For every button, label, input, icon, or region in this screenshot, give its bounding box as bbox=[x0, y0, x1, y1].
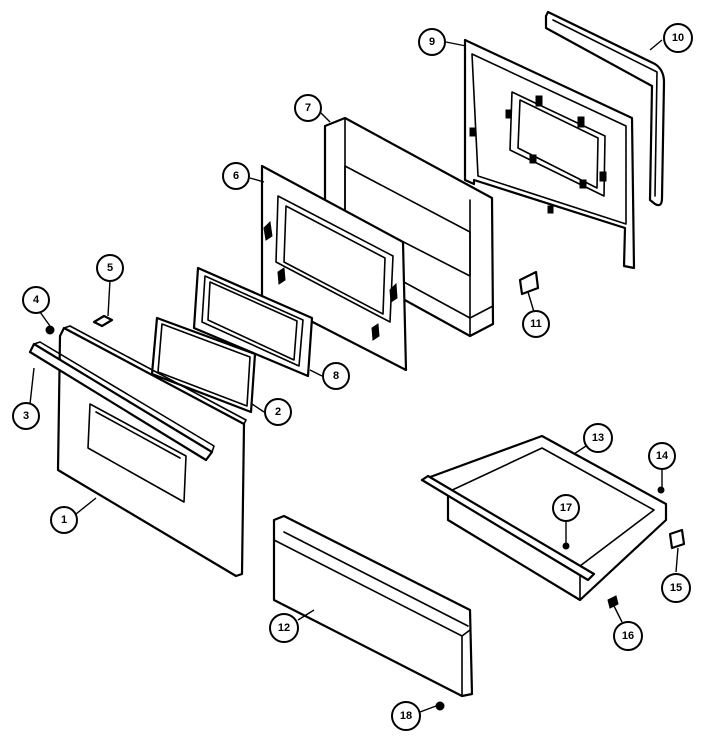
part-clip-11 bbox=[518, 270, 540, 296]
part-glass-frame bbox=[192, 266, 314, 378]
callout-13: 13 bbox=[583, 423, 613, 453]
callout-9-label: 9 bbox=[429, 36, 435, 48]
callout-3: 3 bbox=[12, 402, 40, 430]
callout-8: 8 bbox=[322, 362, 350, 390]
part-screw-5 bbox=[92, 314, 114, 328]
callout-3-label: 3 bbox=[23, 410, 29, 422]
callout-18: 18 bbox=[391, 701, 421, 731]
part-clip-15 bbox=[668, 528, 686, 550]
callout-6-label: 6 bbox=[233, 170, 239, 182]
callout-14: 14 bbox=[648, 442, 676, 470]
callout-4-label: 4 bbox=[33, 294, 40, 306]
callout-16: 16 bbox=[613, 621, 643, 651]
callout-12: 12 bbox=[269, 613, 299, 643]
callout-1: 1 bbox=[50, 506, 78, 534]
callout-10: 10 bbox=[663, 23, 693, 53]
part-door-handle bbox=[28, 341, 215, 462]
part-screw-14 bbox=[657, 486, 665, 494]
callout-15-label: 15 bbox=[670, 582, 682, 594]
part-bumper-4 bbox=[45, 325, 55, 335]
callout-13-label: 13 bbox=[592, 432, 604, 444]
part-drawer bbox=[420, 434, 668, 602]
callout-17: 17 bbox=[552, 494, 580, 522]
callout-17-label: 17 bbox=[560, 502, 572, 514]
callout-5: 5 bbox=[96, 254, 124, 282]
callout-16-label: 16 bbox=[622, 630, 634, 642]
callout-9: 9 bbox=[418, 28, 446, 56]
callout-2-label: 2 bbox=[275, 406, 281, 418]
callout-8-label: 8 bbox=[333, 370, 339, 382]
callout-7-label: 7 bbox=[305, 102, 311, 114]
part-inner-door-panel bbox=[463, 38, 636, 270]
leader-lines bbox=[29, 39, 679, 713]
callout-5-label: 5 bbox=[107, 262, 113, 274]
callout-14-label: 14 bbox=[656, 450, 669, 462]
callout-7: 7 bbox=[294, 94, 322, 122]
callout-10-label: 10 bbox=[672, 32, 684, 44]
callout-11-label: 11 bbox=[530, 318, 542, 330]
part-door-glass bbox=[150, 316, 257, 414]
callout-4: 4 bbox=[22, 286, 50, 314]
callout-12-label: 12 bbox=[278, 622, 290, 634]
callout-18-label: 18 bbox=[400, 710, 412, 722]
callout-2: 2 bbox=[264, 398, 292, 426]
part-door-liner bbox=[260, 164, 408, 372]
callout-1-label: 1 bbox=[61, 514, 67, 526]
part-bumper-18 bbox=[435, 701, 445, 711]
part-drawer-front bbox=[272, 514, 474, 698]
callout-11: 11 bbox=[522, 310, 550, 338]
part-glide-16 bbox=[607, 595, 619, 609]
part-door-gasket bbox=[544, 10, 666, 207]
callout-6: 6 bbox=[222, 162, 250, 190]
callout-15: 15 bbox=[661, 573, 691, 603]
